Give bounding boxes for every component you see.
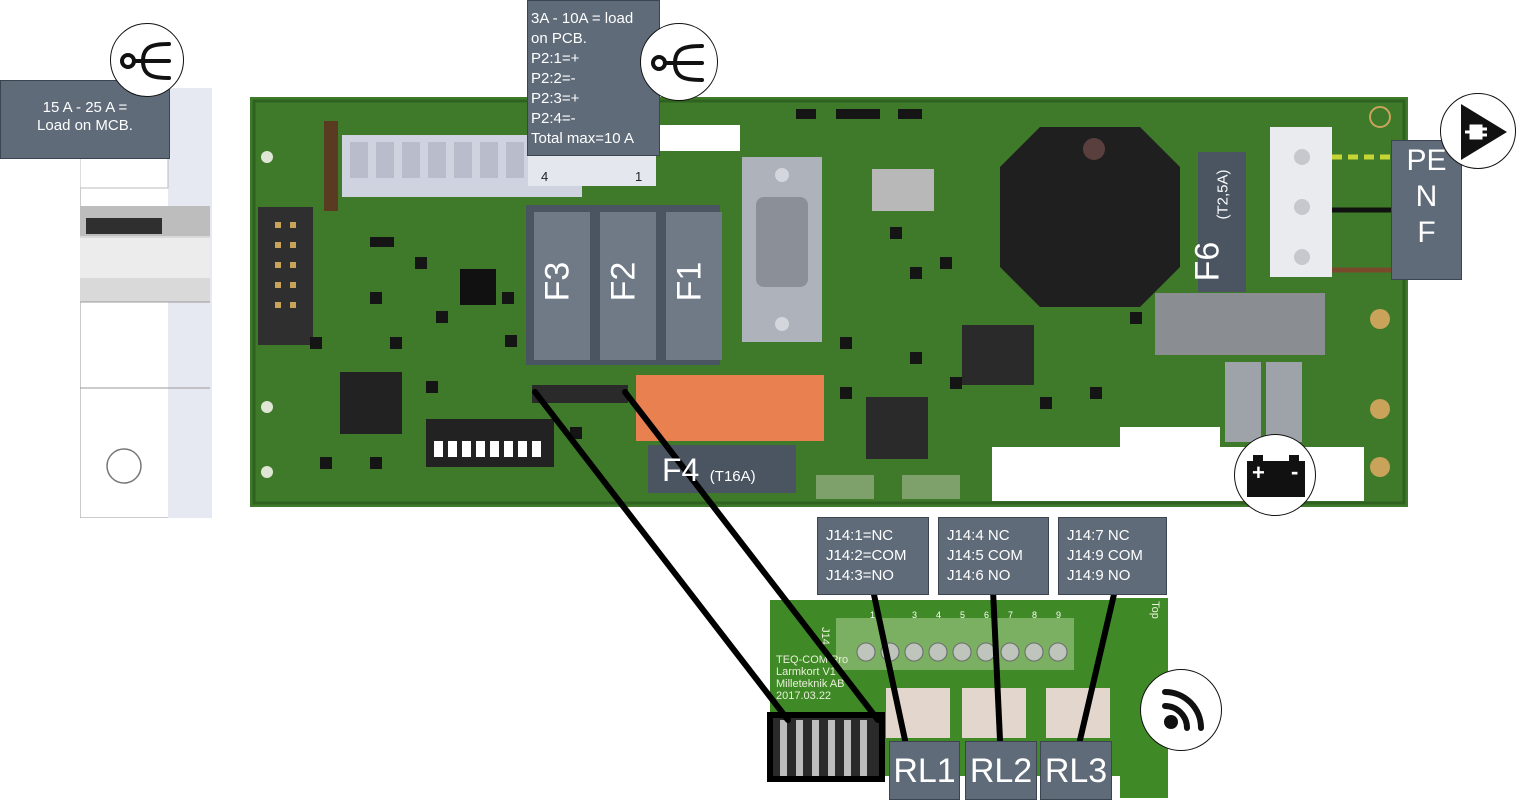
pin-number: 3 [912, 610, 918, 620]
pin-number: 4 [936, 610, 942, 620]
mcb-load-note: 15 A - 25 A = Load on MCB. [0, 80, 170, 159]
battery-minus-label: - [1291, 459, 1299, 484]
terminal-n-label: N [1415, 180, 1438, 213]
fuse-f6-name: F6 [1188, 241, 1227, 282]
fuse-f6-label: F6 (T2,5A) [1188, 152, 1246, 292]
relay-rl2-label: RL2 [965, 741, 1037, 800]
distribution-icon [110, 23, 184, 97]
pin-number: 8 [1032, 610, 1038, 620]
relay1-contact-note: J14:1=NC J14:2=COM J14:3=NO [817, 517, 929, 595]
pin-number: 9 [1056, 610, 1062, 620]
relay3-contact-note: J14:7 NC J14:9 COM J14:9 NO [1058, 517, 1167, 595]
pin-number: 1 [870, 610, 876, 620]
fuse-f3-label: F3 [538, 261, 577, 302]
pcb-load-note: 3A - 10A = load on PCB. P2:1=+ P2:2=- P2… [527, 0, 660, 156]
connector-j14-label: J14 [818, 627, 831, 645]
battery-plus-label: + [1252, 460, 1265, 485]
relay-board-silkscreen: TEQ-COM Pro Larmkort V1 Milleteknik AB 2… [776, 654, 849, 702]
battery-icon: + - [1234, 434, 1316, 516]
fuse-f4-label: F4 (T16A) [662, 452, 756, 489]
power-plug-icon [1440, 93, 1516, 169]
distribution-icon [640, 23, 718, 101]
fuse-f6-rating: (T2,5A) [1214, 169, 1232, 220]
fuse-f2-label: F2 [604, 261, 643, 302]
relay-board-top-label: Top [1148, 601, 1161, 619]
relay-rl3-label: RL3 [1040, 741, 1112, 800]
p2-pin-1-label: 1 [635, 169, 643, 184]
p2-pin-4-label: 4 [541, 169, 549, 184]
relay-rl1-label: RL1 [889, 741, 960, 800]
fuse-f4-name: F4 [662, 452, 700, 488]
mcb-drawing [80, 88, 212, 518]
wireless-icon [1140, 669, 1222, 751]
power-terminal-labels: PE N F [1391, 140, 1462, 280]
pin-number: 7 [1008, 610, 1014, 620]
fuse-f4-rating: (T16A) [709, 468, 756, 485]
terminal-pe-label: PE [1406, 144, 1447, 177]
fuse-f1-label: F1 [670, 261, 709, 302]
relay2-contact-note: J14:4 NC J14:5 COM J14:6 NO [938, 517, 1049, 595]
pin-number: 5 [960, 610, 966, 620]
terminal-f-label: F [1417, 216, 1436, 249]
j14-pin-numbers: 1 3 4 5 6 7 8 9 [870, 610, 1070, 622]
pin-number: 6 [984, 610, 990, 620]
